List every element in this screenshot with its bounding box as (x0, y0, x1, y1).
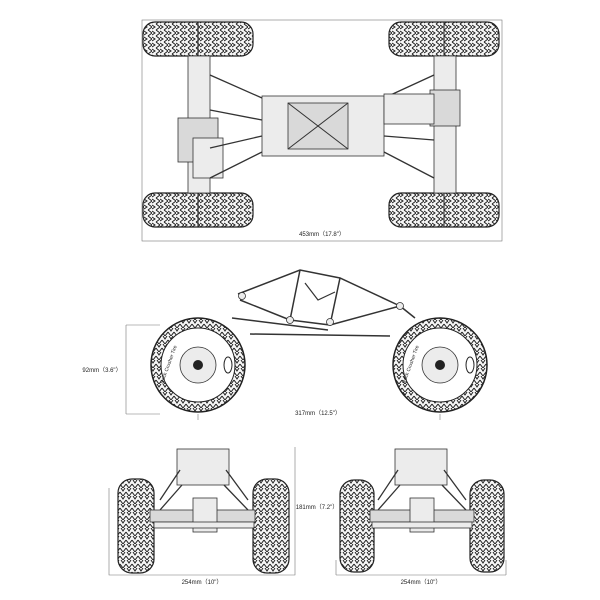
rear-view: 254mm（10"） (335, 448, 507, 586)
front-height-label: 181mm（7.2"） (296, 504, 338, 511)
rear-left-tire (339, 479, 375, 573)
side-height-label: 92mm（3.6"） (82, 367, 121, 374)
top-right-axle (429, 55, 461, 194)
side-wheelbase-label: 317mm（12.5"） (295, 410, 341, 417)
top-rear-right-tire (388, 192, 500, 228)
front-right-tire (252, 478, 290, 574)
rear-suspension (369, 448, 475, 533)
front-suspension (149, 448, 256, 533)
front-view-frame (108, 447, 296, 576)
rear-view-frame (335, 560, 507, 576)
side-left-wheel: Rock Crusher Tire (150, 317, 246, 413)
top-rear-left-tire (142, 192, 254, 228)
rear-right-tire (469, 479, 505, 573)
front-width-label: 254mm（10"） (182, 579, 223, 586)
top-front-left-tire (142, 21, 254, 57)
side-chassis (231, 269, 416, 337)
top-view-width-label: 453mm（17.8"） (299, 231, 345, 238)
rear-width-label: 254mm（10"） (401, 579, 442, 586)
side-wheelbase-dim (197, 414, 441, 420)
top-chassis (209, 74, 435, 179)
top-view-frame (141, 19, 503, 242)
top-view: 453mm（17.8"） (141, 19, 503, 242)
side-right-wheel: Rock Crusher Tire (392, 317, 488, 413)
front-left-tire (117, 478, 155, 574)
side-view: Rock Crusher Tire Rock Crusher Tire 92mm… (82, 269, 488, 420)
side-height-dim (125, 324, 160, 415)
top-front-right-tire (388, 21, 500, 57)
front-view: 254mm（10"） 181mm（7.2"） (108, 447, 338, 586)
top-left-axle (177, 55, 224, 194)
